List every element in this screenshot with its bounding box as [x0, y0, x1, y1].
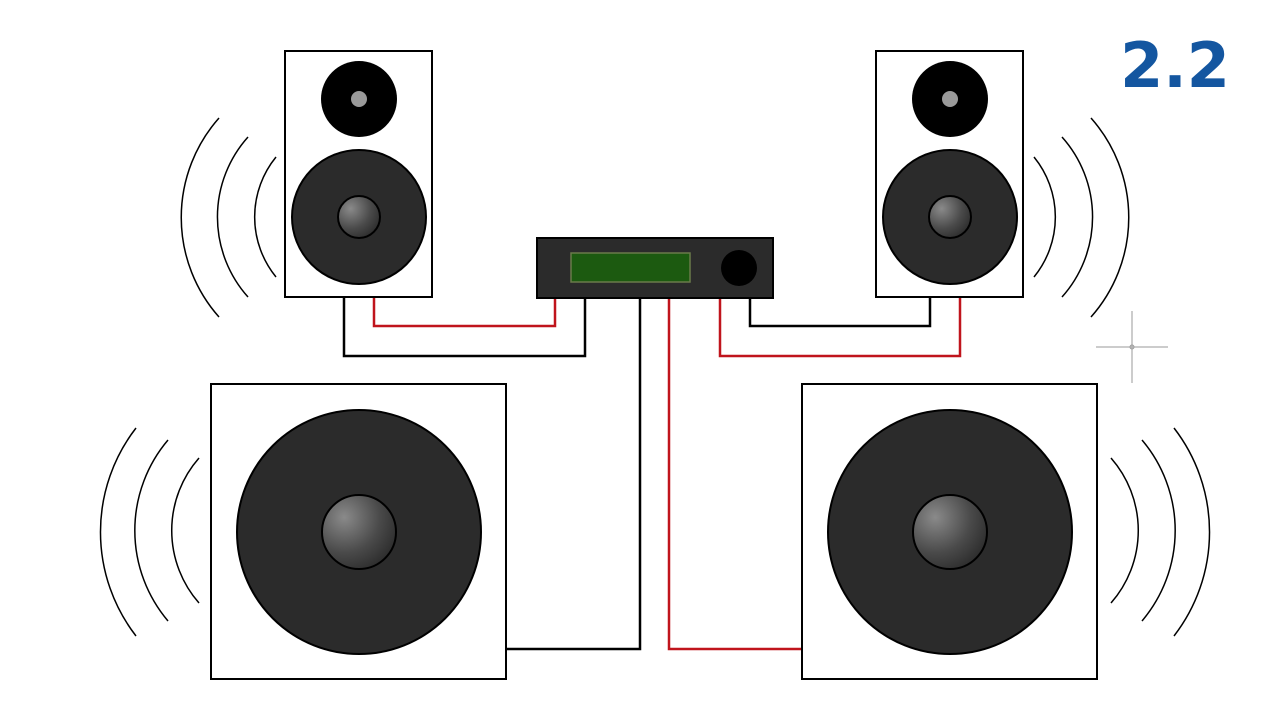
subwoofer-dust-cap	[321, 494, 397, 570]
left-subwoofer	[210, 383, 507, 680]
wave-arc	[1033, 156, 1057, 278]
woofer-dust-cap	[337, 195, 381, 239]
sound-waves	[99, 117, 1211, 637]
volume-knob-icon	[721, 250, 757, 286]
front-left-positive-wire	[372, 298, 557, 328]
left-subwoofer-wire	[507, 298, 642, 651]
receiver	[536, 237, 774, 299]
tweeter-dome	[942, 91, 958, 107]
right-subwoofer	[801, 383, 1098, 680]
front-left-speaker	[284, 50, 433, 298]
wave-arc	[1061, 136, 1094, 298]
wave-arc	[253, 156, 277, 278]
subwoofer-dust-cap	[912, 494, 988, 570]
wave-arc	[134, 439, 169, 622]
receiver-display	[570, 252, 691, 283]
wave-arc	[1141, 439, 1176, 622]
front-left-negative-wire	[342, 298, 587, 358]
tweeter-dome	[351, 91, 367, 107]
wave-arc	[99, 427, 137, 637]
front-right-speaker	[875, 50, 1024, 298]
wave-arc	[1090, 117, 1130, 318]
crosshair-cursor-icon	[1096, 311, 1168, 383]
wave-arc	[1173, 427, 1211, 637]
front-right-positive-wire	[718, 298, 962, 358]
wiring	[342, 298, 962, 651]
front-right-negative-wire	[748, 298, 932, 328]
configuration-label: 2.2	[1120, 29, 1230, 102]
wave-arc	[1110, 457, 1139, 604]
wave-arc	[216, 136, 249, 298]
wave-arc	[171, 457, 200, 604]
wave-arc	[180, 117, 220, 318]
woofer-dust-cap	[928, 195, 972, 239]
right-subwoofer-wire	[667, 298, 802, 651]
